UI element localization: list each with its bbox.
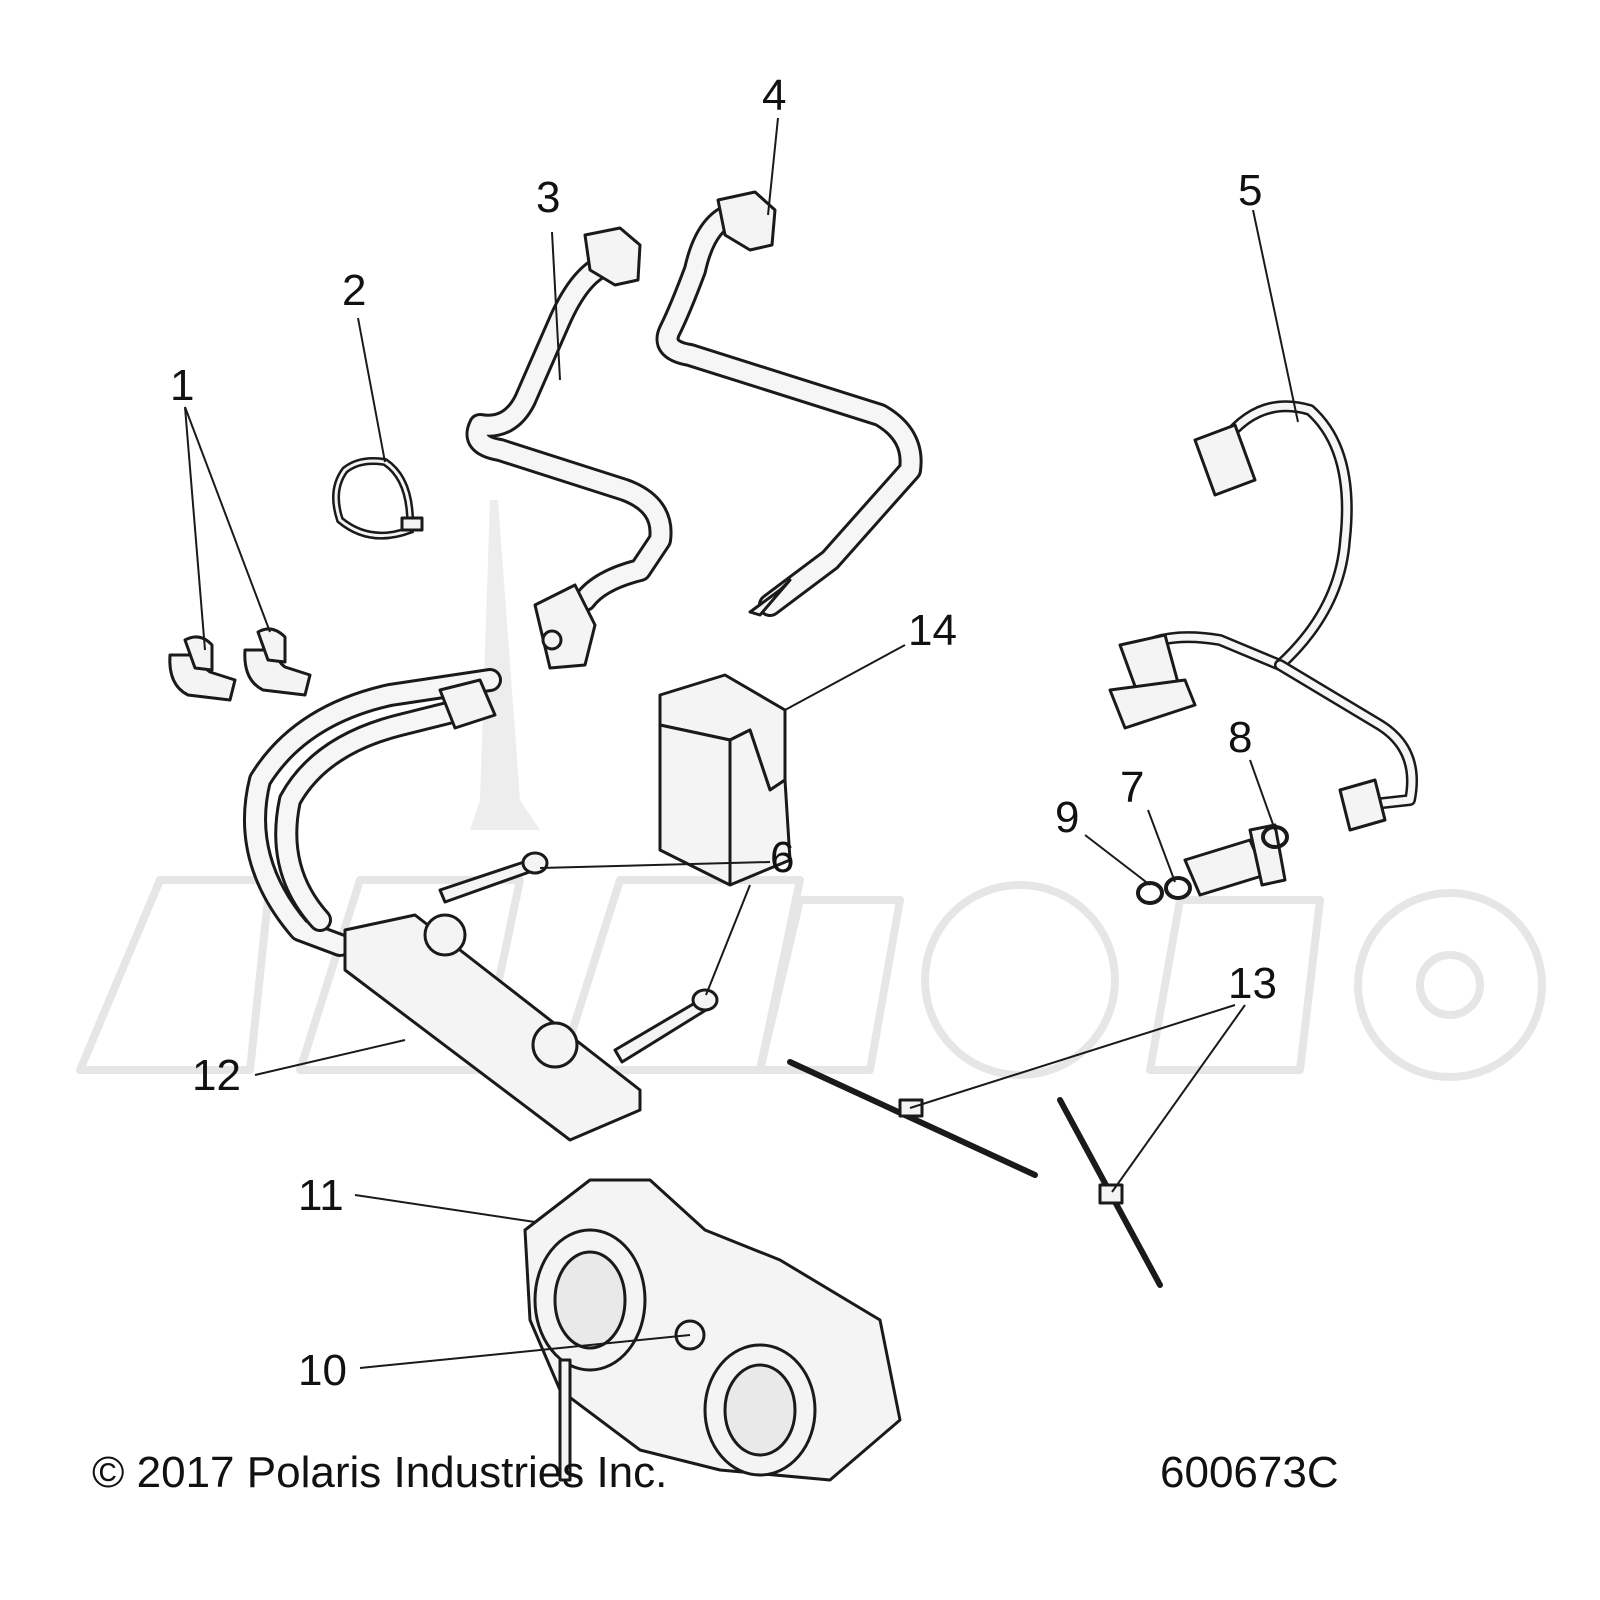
callout-14: 14 [908, 606, 957, 655]
callout-10: 10 [298, 1346, 347, 1395]
callout-4: 4 [762, 71, 786, 120]
callout-8: 8 [1228, 713, 1252, 762]
part-3-fuel-hose [465, 226, 673, 670]
diagram-part-number: 600673C [1160, 1448, 1339, 1497]
callout-2: 2 [342, 266, 366, 315]
part-14-foam-block [658, 673, 792, 887]
callout-7: 7 [1120, 763, 1144, 812]
part-11-throttle-body [523, 1178, 902, 1482]
callout-9: 9 [1055, 793, 1079, 842]
callout-labels: 1 2 3 4 5 6 7 8 9 10 11 12 13 14 [170, 71, 1277, 1395]
callout-12: 12 [192, 1051, 241, 1100]
copyright-notice: © 2017 Polaris Industries Inc. [92, 1448, 668, 1497]
part-1-hose-clips [168, 627, 312, 702]
callout-11: 11 [298, 1171, 344, 1220]
part-2-hose-clamp [332, 457, 424, 540]
callout-6: 6 [770, 833, 794, 882]
callout-3: 3 [536, 173, 560, 222]
part-4-fuel-hose [655, 190, 923, 617]
callout-5: 5 [1238, 166, 1262, 215]
part-7-fuel-injector [1183, 823, 1287, 897]
callout-1: 1 [170, 361, 194, 410]
part-5-wiring-harness [1108, 400, 1418, 832]
part-13-cable-ties [787, 1059, 1163, 1288]
leader-lines [184, 117, 1299, 1369]
part-8-o-ring [1261, 825, 1289, 849]
callout-13: 13 [1228, 959, 1277, 1008]
part-9-o-ring [1136, 876, 1192, 905]
part-6-bolts [438, 851, 719, 1064]
part-12-fuel-rail [243, 668, 642, 1142]
